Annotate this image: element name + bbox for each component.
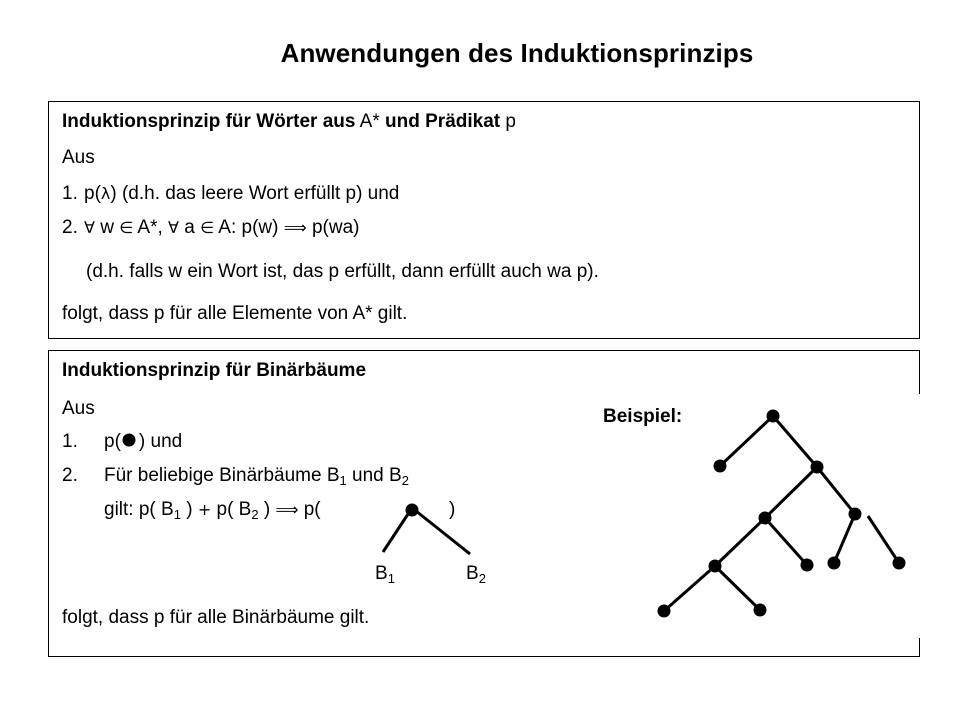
trees-aus: Aus <box>62 398 95 419</box>
example-area <box>592 394 920 638</box>
implies-symbol: ⟹ <box>283 218 307 237</box>
words-explanation: (d.h. falls w ein Wort ist, das p erfüll… <box>86 261 599 282</box>
trees-item-2: 2. Für beliebige Binärbäume B1 und B2 <box>62 465 409 487</box>
words-item-1-number: 1. <box>62 183 78 204</box>
words-item-1: 1. p(λ) (d.h. das leere Wort erfüllt p) u… <box>62 183 399 205</box>
trees-gilt-line: gilt: p( B1 ) + p( B2 ) ⟹ p( <box>104 499 321 521</box>
example-label: Beispiel: <box>603 406 683 427</box>
gilt-mid-3: ) <box>258 499 276 520</box>
words-heading-bold-2: und Prädikat <box>385 111 501 132</box>
gilt-sub-2: 2 <box>251 507 259 522</box>
trees-item-1-number: 1. <box>62 431 78 452</box>
b1-sub: 1 <box>387 571 395 586</box>
words-aus: Aus <box>62 147 95 168</box>
trees-heading: Induktionsprinzip für Binärbäume <box>62 360 367 381</box>
words-item-2-rest: A: p(w) <box>214 217 284 238</box>
trees-item-2-und: und B <box>346 465 402 486</box>
words-heading-plain-1: A* <box>355 111 386 132</box>
b2-sub: 2 <box>478 571 486 586</box>
words-conclusion: folgt, dass p für alle Elemente von A* g… <box>62 303 408 324</box>
element-of-symbol-1: ∈ <box>119 218 134 237</box>
gilt-pre: gilt: p( B <box>104 499 174 520</box>
words-item-1-post: ) (d.h. das leere Wort erfüllt p) und <box>110 183 400 204</box>
words-item-2-astar: A*, <box>133 217 169 238</box>
leaf-dot-icon <box>121 431 139 453</box>
b1-letter: B <box>375 563 388 584</box>
plus-symbol: + <box>197 500 212 519</box>
gilt-mid-1: ) <box>180 499 198 520</box>
trees-item-2-sub-2: 2 <box>401 473 409 488</box>
formula-b2-label: B2 <box>466 563 486 585</box>
trees-item-2-sub-1: 1 <box>339 473 347 488</box>
trees-item-1-post: ) und <box>138 431 183 452</box>
element-of-symbol-2: ∈ <box>200 218 215 237</box>
words-induction-box <box>48 101 920 339</box>
words-heading-plain-2: p <box>500 111 516 132</box>
forall-symbol-2: ∀ <box>168 218 179 237</box>
gilt-close-paren: ) <box>449 499 456 520</box>
trees-conclusion: folgt, dass p für alle Binärbäume gilt. <box>62 607 370 628</box>
words-item-1-pre: p( <box>84 183 101 204</box>
trees-item-2-text: Für beliebige Binärbäume B <box>104 465 340 486</box>
words-heading-bold-1: Induktionsprinzip für Wörter aus <box>62 111 356 132</box>
formula-b1-label: B1 <box>375 563 395 585</box>
gilt-mid-2: p( B <box>211 499 252 520</box>
gilt-sub-1: 1 <box>173 507 181 522</box>
words-item-2-a: a <box>178 217 201 238</box>
b2-letter: B <box>466 563 479 584</box>
trees-item-2-number: 2. <box>62 465 78 486</box>
words-item-2-w: w <box>94 217 120 238</box>
trees-item-1-pre: p( <box>104 431 121 452</box>
words-item-2-number: 2. <box>62 217 78 238</box>
forall-symbol-1: ∀ <box>84 218 95 237</box>
gilt-p: p( <box>298 499 321 520</box>
words-heading: Induktionsprinzip für Wörter aus A* und … <box>62 111 516 133</box>
words-item-2-end: p(wa) <box>306 217 360 238</box>
lambda-symbol: λ <box>100 184 111 203</box>
implies-symbol-2: ⟹ <box>275 500 299 519</box>
page-title: Anwendungen des Induktionsprinzips <box>280 38 754 68</box>
words-item-2: 2. ∀ w ∈ A*, ∀ a ∈ A: p(w) ⟹ p(wa) <box>62 217 359 239</box>
trees-item-1: 1. p( ) und <box>62 431 182 453</box>
